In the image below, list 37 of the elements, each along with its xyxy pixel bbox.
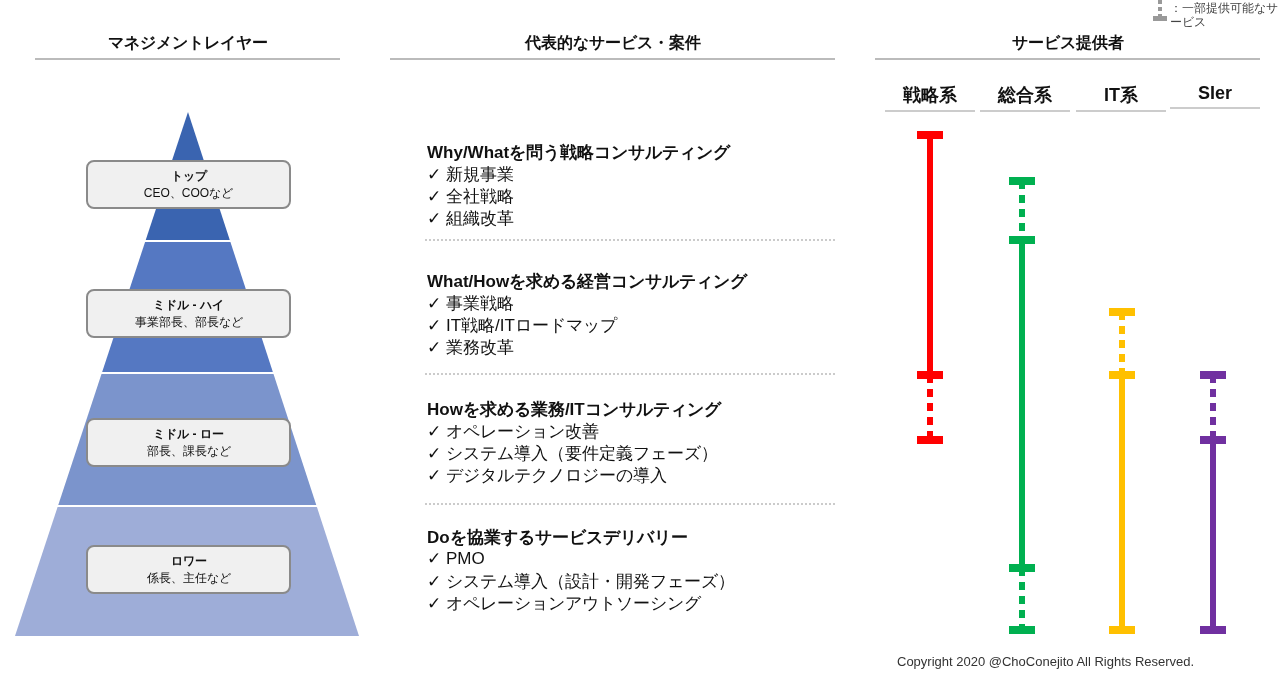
layer-box <box>86 160 291 209</box>
service-item: ✓ PMO <box>427 548 485 569</box>
layer-examples: CEO、COOなど <box>143 184 234 202</box>
service-item: ✓ オペレーション改善 <box>427 421 599 443</box>
provider-heading: SIer <box>1170 83 1260 109</box>
layer-examples: 部長、課長など <box>146 442 231 460</box>
layer-box <box>86 545 291 594</box>
layer-title: ミドル - ハイ <box>153 296 224 314</box>
service-item: ✓ 組織改革 <box>427 208 514 230</box>
section-title: What/Howを求める経営コンサルティング <box>427 271 748 293</box>
service-item: ✓ 新規事業 <box>427 164 514 186</box>
column-heading: サービス提供者 <box>875 33 1260 60</box>
column-heading: 代表的なサービス・案件 <box>390 33 835 60</box>
service-item: ✓ 全社戦略 <box>427 186 514 208</box>
section-title: Howを求める業務/ITコンサルティング <box>427 399 721 421</box>
layer-examples: 係長、主任など <box>146 569 231 587</box>
layer-title: トップ <box>170 167 207 185</box>
layer-title: ロワー <box>170 552 207 570</box>
service-item: ✓ システム導入（要件定義フェーズ） <box>427 443 718 465</box>
legend-text: ：一部提供可能なサービス <box>1170 1 1278 29</box>
layer-title: ミドル - ロー <box>153 425 224 443</box>
layer-examples: 事業部長、部長など <box>134 313 243 331</box>
service-item: ✓ オペレーションアウトソーシング <box>427 593 701 615</box>
service-item: ✓ 事業戦略 <box>427 293 514 315</box>
service-item: ✓ デジタルテクノロジーの導入 <box>427 465 667 487</box>
provider-heading: 戦略系 <box>885 83 975 112</box>
provider-heading: 総合系 <box>980 83 1070 112</box>
section-title: Doを協業するサービスデリバリー <box>427 527 688 549</box>
provider-heading: IT系 <box>1076 83 1166 112</box>
column-heading: マネジメントレイヤー <box>35 33 340 60</box>
section-title: Why/Whatを問う戦略コンサルティング <box>427 142 731 164</box>
layer-box <box>86 289 291 338</box>
service-item: ✓ システム導入（設計・開発フェーズ） <box>427 571 735 593</box>
service-item: ✓ IT戦略/ITロードマップ <box>427 315 617 337</box>
layer-box <box>86 418 291 467</box>
copyright-text: Copyright 2020 @ChoConejito All Rights Reserved. <box>897 654 1195 669</box>
service-item: ✓ 業務改革 <box>427 337 514 359</box>
